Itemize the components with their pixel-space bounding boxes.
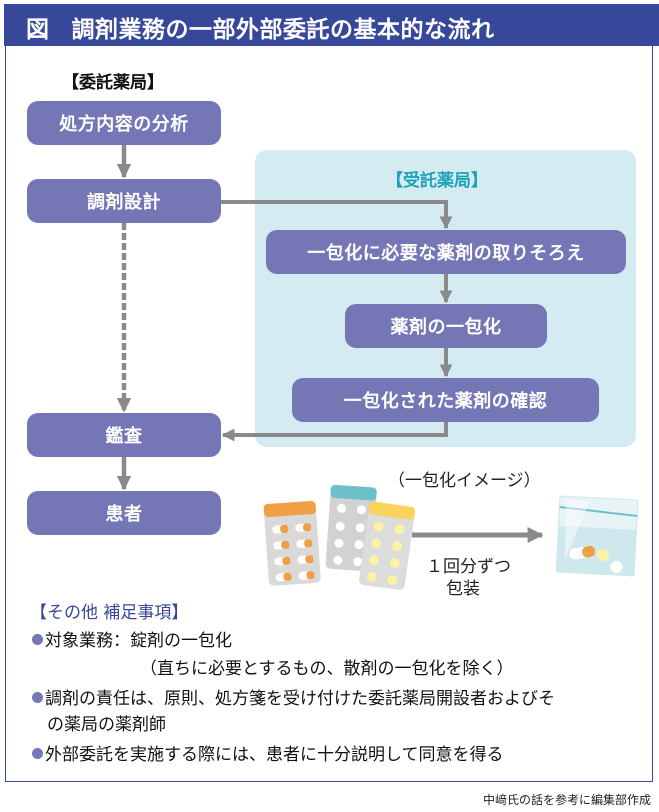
unit-dose-bag-icon	[555, 495, 639, 577]
bullet-icon	[32, 748, 43, 759]
figure-label: 図	[26, 17, 50, 43]
note-text: 外部委託を実施する際には、患者に十分説明して同意を得る	[45, 745, 504, 765]
arrow-verify-to-audit	[221, 422, 448, 442]
note-item-scope: 対象業務：錠剤の一包化	[32, 626, 232, 651]
notes-title: 【その他 補足事項】	[30, 603, 189, 623]
note-item-scope-detail: （直ちに必要とするもの、散剤の一包化を除く）	[140, 659, 514, 679]
figure-frame	[5, 46, 653, 782]
arrow-label-once-per-dose: １回分ずつ	[426, 557, 511, 577]
blister-pack-yellow-icon	[359, 501, 416, 590]
entrusted-pharmacy-label: 【受託薬局】	[386, 171, 488, 191]
entrusting-pharmacy-label: 【委託薬局】	[62, 73, 164, 93]
blister-pack-orange-icon	[263, 500, 321, 586]
source-credit: 中﨑氏の話を参考に編集部作成	[482, 793, 651, 807]
step-audit: 鑑査	[27, 413, 221, 457]
figure-title-text: 調剤業務の一部外部委託の基本的な流れ	[71, 17, 495, 43]
illustration-caption: （一包化イメージ）	[388, 471, 541, 491]
blister-packs-illustration	[263, 484, 416, 590]
step-unit-dose-packaging: 薬剤の一包化	[345, 304, 547, 348]
note-text: 対象業務：錠剤の一包化	[45, 631, 232, 651]
step-patient: 患者	[27, 491, 221, 535]
bullet-icon	[32, 692, 43, 703]
note-item-responsibility: 調剤の責任は、原則、処方箋を受け付けた委託薬局開設者およびそ	[32, 684, 555, 709]
step-dispensing-design: 調剤設計	[27, 179, 221, 223]
bullet-icon	[32, 634, 43, 645]
step-prescription-analysis: 処方内容の分析	[27, 101, 221, 145]
note-item-consent: 外部委託を実施する際には、患者に十分説明して同意を得る	[32, 740, 504, 765]
arrow-label-packaging: 包装	[446, 579, 480, 599]
step-verify-packaged-drugs: 一包化された薬剤の確認	[292, 378, 599, 422]
figure-title: 図調剤業務の一部外部委託の基本的な流れ	[26, 10, 495, 44]
figure-header: 図調剤業務の一部外部委託の基本的な流れ	[4, 4, 659, 46]
arrow-design-to-gather	[221, 200, 453, 230]
note-text: 調剤の責任は、原則、処方箋を受け付けた委託薬局開設者およびそ	[45, 689, 555, 709]
step-gather-drugs: 一包化に必要な薬剤の取りそろえ	[266, 230, 626, 274]
note-item-responsibility-cont: の薬局の薬剤師	[47, 715, 166, 735]
